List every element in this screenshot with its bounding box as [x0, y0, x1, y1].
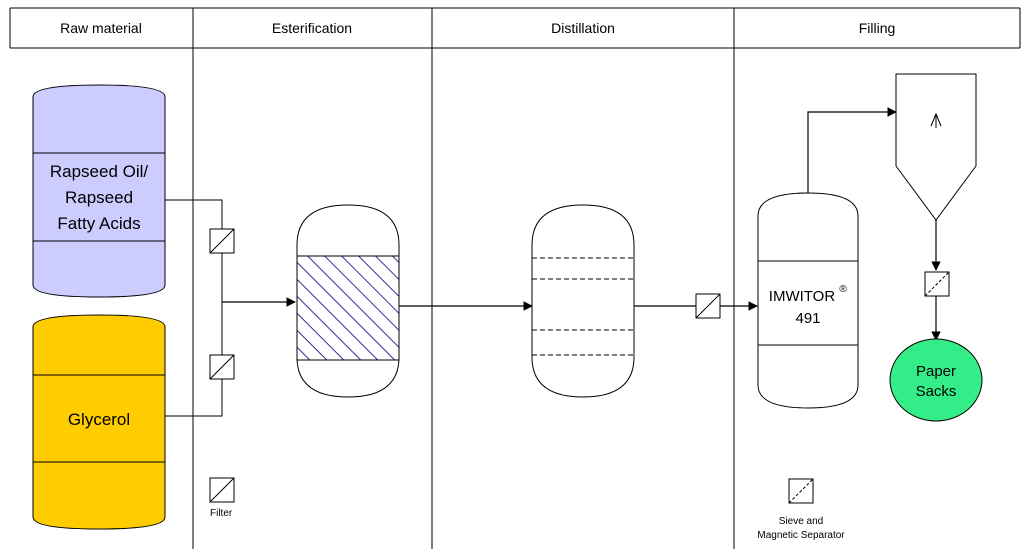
sacks-label-line1: Paper: [916, 363, 956, 380]
legend-filter-icon: [209, 477, 235, 503]
glycerol-label: Glycerol: [68, 410, 130, 429]
rapeseed-oil-tank: Rapseed Oil/ Rapseed Fatty Acids: [32, 84, 166, 298]
legend-sieve-label-line1: Sieve and: [779, 516, 823, 527]
sacks-label-line2: Sacks: [916, 383, 957, 400]
rapeseed-label-line1: Rapseed Oil/: [50, 162, 149, 181]
registered-mark: ®: [839, 284, 847, 295]
feed-lines: [165, 199, 296, 417]
imwitor-product-tank: IMWITOR ® 491: [757, 192, 859, 409]
header-frame: [9, 7, 1021, 49]
column-header-esterification: Esterification: [272, 20, 352, 36]
distillation-column: [531, 204, 635, 398]
paper-sacks: Paper Sacks: [889, 338, 983, 422]
esterification-reactor: [296, 204, 400, 398]
legend-sieve-label-line2: Magnetic Separator: [757, 530, 845, 541]
column-header-filling: Filling: [859, 20, 896, 36]
column-header-distillation: Distillation: [551, 20, 615, 36]
legend-sieve-icon: [788, 478, 814, 504]
rapeseed-label-line2: Rapseed: [65, 188, 133, 207]
column-dividers: [192, 8, 735, 549]
sieve-icon: [924, 271, 950, 297]
filter-icon: [209, 354, 235, 380]
product-label-line2: 491: [795, 310, 820, 327]
flow-line-product-to-hopper: [807, 107, 897, 193]
filter-icon: [209, 228, 235, 254]
hopper-silo: [895, 73, 977, 221]
filter-icon: [695, 293, 721, 319]
product-label-line1: IMWITOR: [769, 288, 836, 305]
legend-filter-label: Filter: [210, 508, 233, 519]
rapeseed-label-line3: Fatty Acids: [57, 214, 140, 233]
column-header-raw-material: Raw material: [60, 20, 142, 36]
glycerol-tank: Glycerol: [32, 314, 166, 530]
